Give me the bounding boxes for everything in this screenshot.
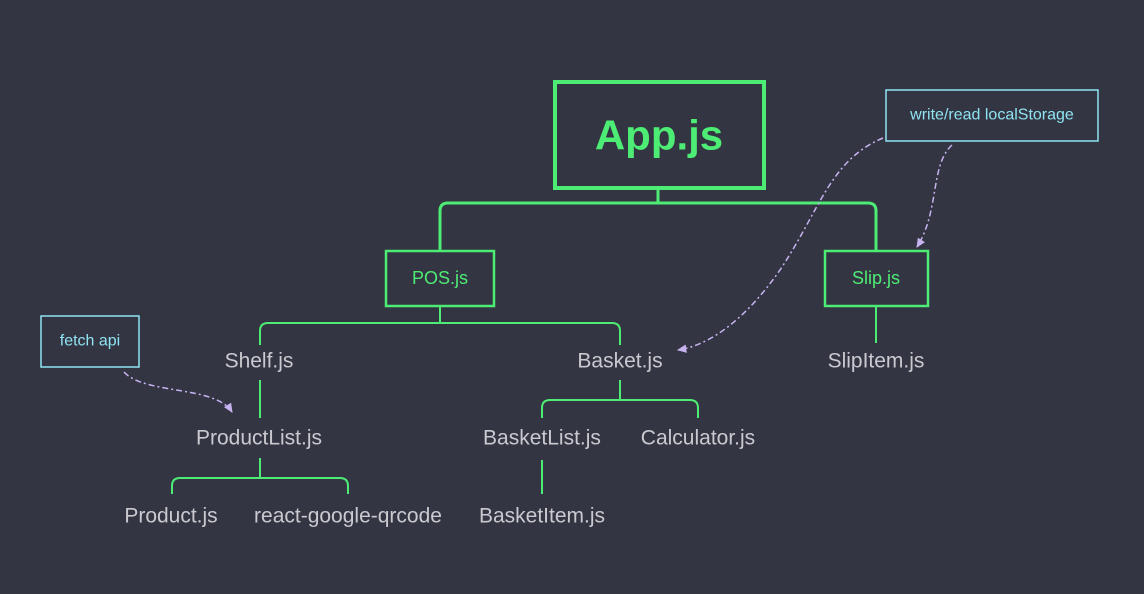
calculator-node: Calculator.js bbox=[641, 427, 755, 450]
storage-to-basket-arrow bbox=[676, 137, 884, 353]
pos-node: POS.js bbox=[384, 249, 496, 308]
storage-to-slip-arrow bbox=[916, 144, 953, 248]
app-node: App.js bbox=[553, 80, 766, 190]
basket-item-node: BasketItem.js bbox=[479, 505, 605, 528]
shelf-node: Shelf.js bbox=[225, 350, 294, 373]
qrcode-node: react-google-qrcode bbox=[254, 505, 442, 528]
pos-label: POS.js bbox=[412, 268, 468, 288]
fetch-api-note: fetch api bbox=[40, 315, 140, 368]
fetch-api-label: fetch api bbox=[60, 333, 120, 350]
slip-label: Slip.js bbox=[852, 268, 900, 288]
product-list-node: ProductList.js bbox=[196, 427, 322, 450]
slip-node: Slip.js bbox=[823, 249, 930, 308]
local-storage-note: write/read localStorage bbox=[885, 89, 1099, 142]
app-connectors bbox=[438, 188, 878, 250]
local-storage-label: write/read localStorage bbox=[909, 107, 1074, 124]
app-label: App.js bbox=[595, 112, 723, 159]
product-node: Product.js bbox=[124, 505, 217, 528]
fetch-api-arrow bbox=[123, 371, 233, 413]
slip-item-node: SlipItem.js bbox=[828, 350, 925, 373]
tree-connectors bbox=[171, 307, 877, 494]
basket-list-node: BasketList.js bbox=[483, 427, 601, 450]
basket-node: Basket.js bbox=[577, 350, 662, 373]
